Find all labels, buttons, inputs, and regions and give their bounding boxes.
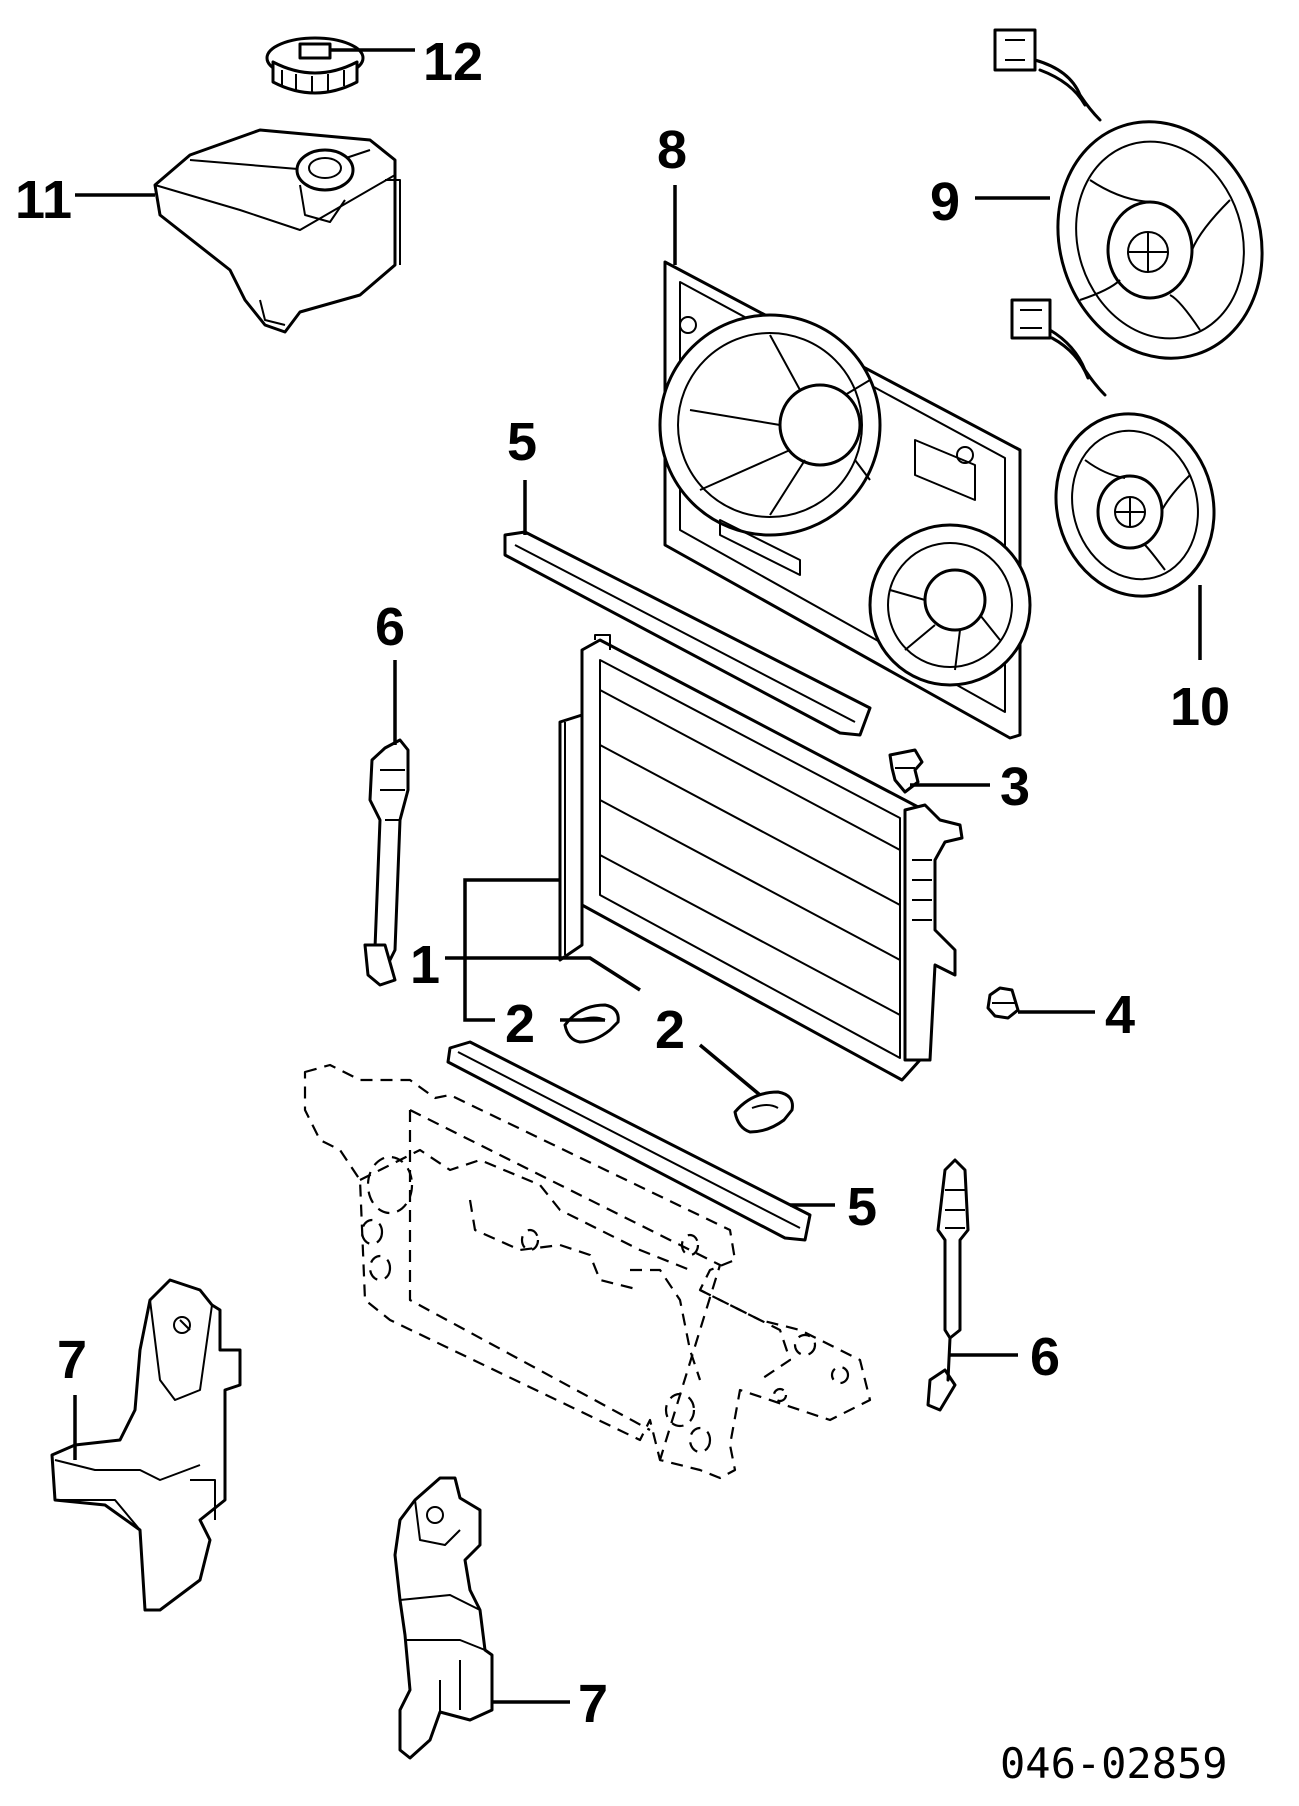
part-8-fan-shroud <box>658 260 1032 740</box>
callout-8: 8 <box>657 120 687 180</box>
callout-labels: 12 11 8 9 10 5 6 3 1 2 2 4 5 6 7 7 <box>15 32 1230 1734</box>
callout-10: 10 <box>1170 677 1230 737</box>
callout-5-lower: 5 <box>847 1177 877 1237</box>
callout-11: 11 <box>15 170 72 230</box>
leader-1 <box>445 956 641 992</box>
leader-2-right <box>698 1043 762 1097</box>
callout-12: 12 <box>423 32 483 92</box>
callout-2-left: 2 <box>505 994 535 1054</box>
reference-code: 046-02859 <box>1000 1739 1228 1788</box>
part-6-right-guide <box>926 1158 970 1412</box>
leader-lines <box>73 48 1202 1704</box>
part-1-radiator <box>558 634 964 1082</box>
callout-3: 3 <box>1000 757 1030 817</box>
part-9-large-fan-motor <box>993 28 1264 360</box>
part-10-small-fan-motor <box>1010 298 1216 598</box>
callout-2-right: 2 <box>655 1000 685 1060</box>
callout-6-right: 6 <box>1030 1327 1060 1387</box>
callout-9: 9 <box>930 172 960 232</box>
part-6-left-guide <box>363 738 410 987</box>
part-3-clip <box>888 748 924 794</box>
part-4-grommet <box>986 986 1020 1020</box>
callout-7-left: 7 <box>57 1330 87 1390</box>
part-11-coolant-reservoir <box>153 128 401 334</box>
callout-6-left: 6 <box>375 597 405 657</box>
callout-7-center: 7 <box>578 1674 608 1734</box>
part-2-right-mount <box>733 1090 794 1134</box>
part-7-center-air-duct <box>393 1476 494 1760</box>
part-5-lower-seal-strip <box>446 1040 812 1242</box>
part-12-reservoir-cap <box>265 36 365 95</box>
leader-1-bracket <box>463 878 560 1022</box>
part-2-left-mount <box>563 1003 620 1044</box>
front-carrier-phantom <box>303 1063 872 1480</box>
callout-1: 1 <box>410 935 440 995</box>
callout-5-upper: 5 <box>507 412 537 472</box>
callout-4: 4 <box>1105 985 1135 1045</box>
